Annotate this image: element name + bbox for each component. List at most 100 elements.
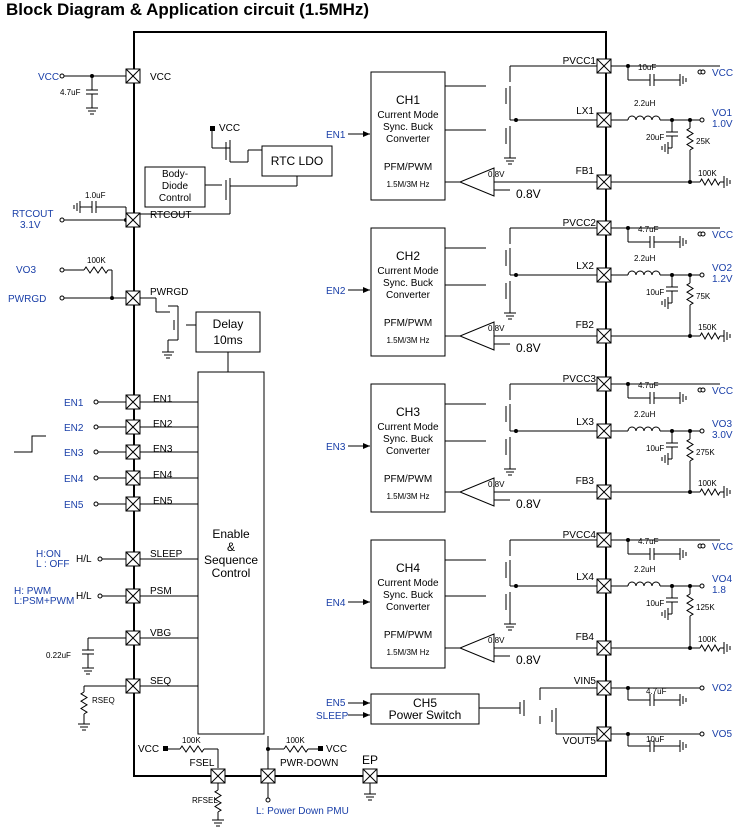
resistor — [699, 331, 721, 341]
pin-label: EN1 — [153, 394, 173, 405]
pin-cross — [125, 290, 141, 306]
res-label: 275K — [696, 448, 715, 457]
pin-cross — [596, 376, 612, 392]
channel-block — [370, 539, 446, 669]
channel-desc: Converter — [386, 134, 431, 145]
junction-dot — [514, 273, 518, 277]
inductor-label: 2.2uH — [634, 99, 656, 108]
pin-cross — [362, 768, 378, 784]
ch5-title: CH5 — [413, 696, 437, 710]
cap-label: 4.7uF — [60, 88, 81, 97]
pin-cross — [596, 578, 612, 594]
freq-label: 1.5M/3M Hz — [386, 492, 429, 501]
pin-cross — [125, 419, 141, 435]
en-input-label: EN5 — [64, 500, 84, 511]
inductor — [627, 270, 661, 276]
ch5-sleep-label: SLEEP — [316, 711, 349, 722]
terminal — [93, 475, 99, 481]
resistor — [699, 487, 721, 497]
channel-en-label: EN3 — [326, 442, 346, 453]
channel-title: CH2 — [396, 249, 420, 263]
pin-label: FB2 — [576, 320, 595, 331]
vcc-label: VCC — [38, 72, 59, 83]
terminal — [700, 69, 706, 75]
cap-label: 4.7uF — [638, 537, 659, 546]
pin-label: LX1 — [576, 106, 594, 117]
terminal — [93, 501, 99, 507]
resistor — [179, 745, 205, 753]
terminal — [97, 556, 103, 562]
delay-label: 10ms — [213, 333, 242, 347]
terminal — [699, 685, 705, 691]
cap-label: 1.0uF — [85, 191, 106, 200]
pin-label: VCC — [150, 72, 171, 83]
terminal — [59, 295, 65, 301]
rtc-ldo-label: RTC LDO — [271, 154, 323, 168]
body-diode-label: Body- — [162, 169, 188, 180]
vo-volt: 1.0V — [712, 119, 733, 130]
pin-cross — [596, 328, 612, 344]
ch5-en-label: EN5 — [326, 698, 346, 709]
pin-cross — [210, 768, 226, 784]
pin-label: FSEL — [189, 758, 214, 769]
cap-label: 10uF — [646, 599, 664, 608]
resistor — [699, 643, 721, 653]
pin-cross — [125, 394, 141, 410]
amp-minus: 0.8V — [488, 324, 505, 333]
amp-minus: 0.8V — [488, 636, 505, 645]
pin-label: PVCC4 — [563, 530, 597, 541]
vo3-label: VO3 — [16, 265, 36, 276]
pin-cross — [596, 640, 612, 656]
channel-desc: Sync. Buck — [383, 122, 434, 133]
vcc-label: VCC — [219, 123, 240, 134]
vcc-label: VCC — [138, 744, 159, 755]
pin-cross — [125, 68, 141, 84]
junction-dot — [514, 584, 518, 588]
pin-label: FB4 — [576, 632, 595, 643]
pin-cross — [125, 470, 141, 486]
cap-label: 0.22uF — [46, 651, 71, 660]
pin-label: EP — [362, 753, 378, 767]
pin-label: LX3 — [576, 417, 594, 428]
channel-desc: Converter — [386, 602, 431, 613]
vo-volt: 3.0V — [712, 430, 733, 441]
ch5-in-label: VO2 — [712, 683, 732, 694]
junction-dot — [514, 118, 518, 122]
vo-label: VO4 — [712, 574, 732, 585]
cap-label: 4.7uF — [638, 225, 659, 234]
inductor — [627, 581, 661, 587]
en-input-label: EN1 — [64, 398, 84, 409]
pin-label: VOUT5 — [563, 736, 597, 747]
channel-desc: Sync. Buck — [383, 278, 434, 289]
freq-label: 1.5M/3M Hz — [386, 648, 429, 657]
pin-cross — [596, 112, 612, 128]
vcc-output-label: VCC — [712, 386, 733, 397]
vo-label: VO1 — [712, 108, 732, 119]
ref-voltage: 0.8V — [516, 653, 541, 667]
pin-cross — [596, 58, 612, 74]
pin-cross — [596, 423, 612, 439]
delay-label: Delay — [213, 317, 244, 331]
resistor — [686, 282, 694, 306]
ref-voltage: 0.8V — [516, 341, 541, 355]
channel-desc: Current Mode — [377, 422, 439, 433]
channel-desc: Converter — [386, 446, 431, 457]
rseq-label: RSEQ — [92, 696, 115, 705]
pin-label: PWR-DOWN — [280, 758, 338, 769]
seq-label: Enable — [212, 527, 250, 541]
terminal — [265, 797, 271, 803]
ch5-out-label: VO5 — [712, 729, 732, 740]
pin-label: EN2 — [153, 419, 173, 430]
pin-cross — [596, 220, 612, 236]
pin-label: PVCC2 — [563, 218, 597, 229]
step-signal — [14, 435, 46, 453]
seq-label: Control — [212, 566, 251, 580]
channel-title: CH3 — [396, 405, 420, 419]
inductor-label: 2.2uH — [634, 565, 656, 574]
pin-label: SEQ — [150, 676, 171, 687]
terminal — [59, 73, 65, 79]
pin-cross — [260, 768, 276, 784]
resistor — [686, 593, 694, 617]
pin-label: PVCC1 — [563, 56, 597, 67]
pin-label: LX2 — [576, 261, 594, 272]
